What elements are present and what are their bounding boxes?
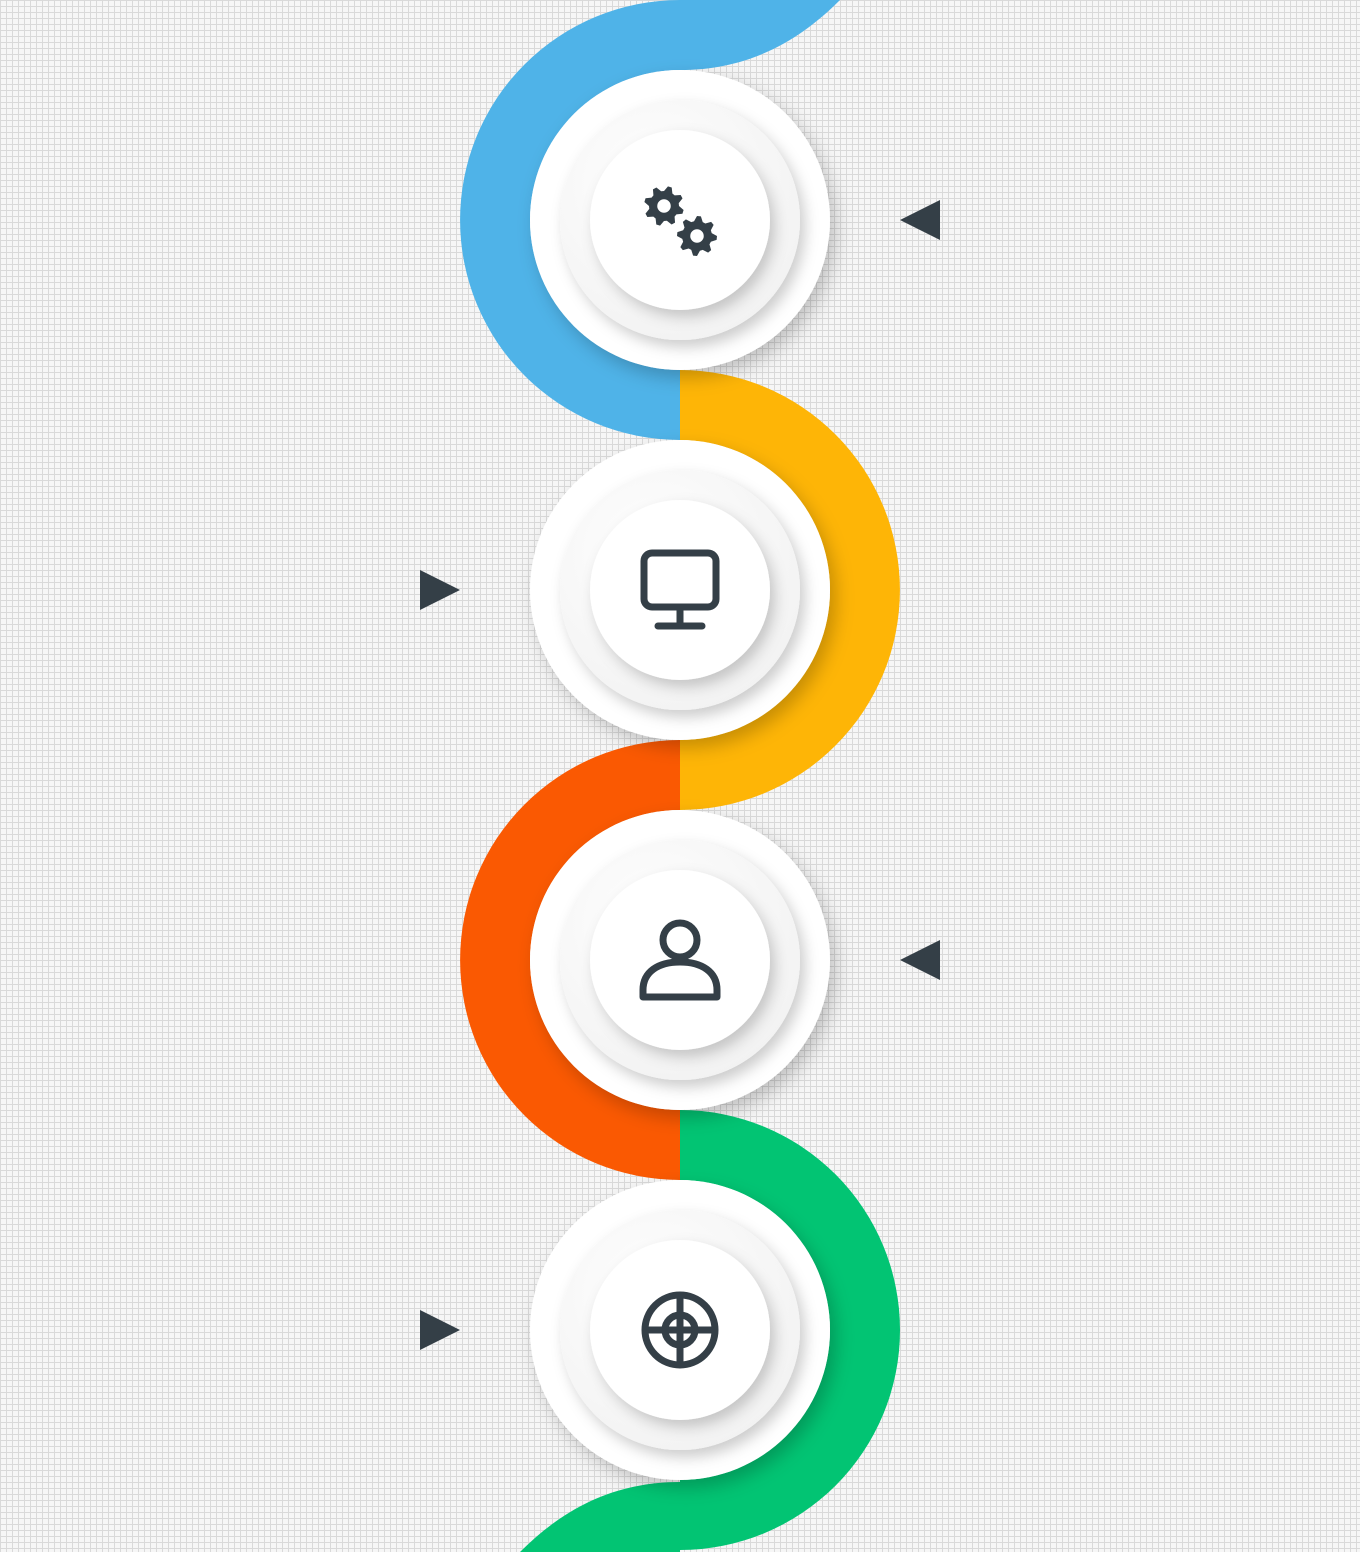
ribbon-segment-3: [460, 740, 680, 1180]
node-layer: [530, 70, 830, 1480]
user-icon: [639, 919, 721, 1001]
gears-icon: [644, 186, 717, 256]
pointer-arrow-4: [420, 1310, 460, 1350]
node-inner-disc: [590, 500, 770, 680]
ribbon-segment-1: [460, 0, 680, 440]
target-icon: [641, 1291, 719, 1369]
pointer-arrow-1: [900, 200, 940, 240]
ribbon-segment-4: [680, 1110, 900, 1550]
node-inner-disc: [590, 130, 770, 310]
timeline-node-1: [530, 70, 830, 370]
ribbon-bottom-tail: [520, 1482, 680, 1552]
timeline-node-4: [530, 1180, 830, 1480]
pointer-arrow-3: [900, 940, 940, 980]
timeline-node-2: [530, 440, 830, 740]
pointer-arrow-2: [420, 570, 460, 610]
pointer-layer: [420, 200, 940, 1350]
monitor-icon: [640, 549, 720, 630]
ribbon-segment-2: [680, 370, 900, 810]
ribbon-layer: [460, 0, 900, 1552]
ribbon-top-tail: [680, 0, 840, 70]
timeline-node-3: [530, 810, 830, 1110]
